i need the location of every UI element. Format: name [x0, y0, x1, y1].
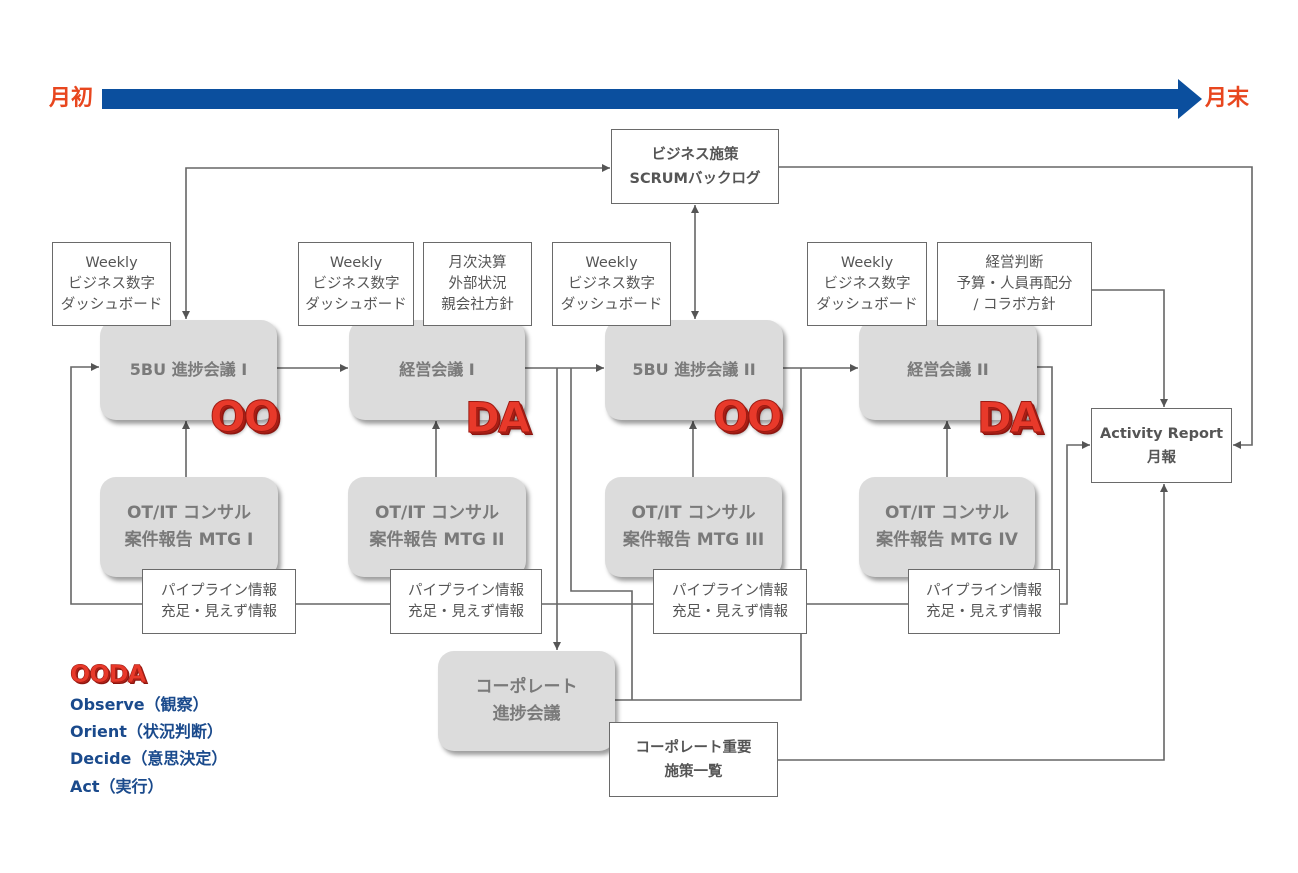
scrum-backlog-line: SCRUMバックログ: [629, 170, 761, 187]
timeline-bar: [102, 89, 1180, 109]
weekly-dashboard-line: ビジネス数字: [68, 275, 155, 292]
meeting-label: 5BU 進捗会議 II: [632, 360, 756, 379]
pipeline-info-box-1: パイプライン情報 充足・見えず情報: [142, 569, 296, 634]
weekly-dashboard-line: Weekly: [585, 254, 638, 271]
weekly-dashboard-line: ダッシュボード: [60, 296, 163, 313]
connector-decision-activity-report: [1092, 289, 1168, 407]
legend-item-orient: Orient（状況判断）: [70, 722, 223, 741]
timeline-arrowhead: [1178, 79, 1202, 119]
pipeline-info-line: 充足・見えず情報: [161, 603, 277, 620]
weekly-dashboard-line: Weekly: [329, 254, 383, 271]
consulting-mtg-line: OT/IT コンサル: [884, 503, 1010, 523]
weekly-dashboard-line: ビジネス数字: [312, 275, 400, 292]
corporate-meeting-line: 進捗会議: [492, 704, 561, 724]
consulting-mtg-line: 案件報告 MTG II: [369, 530, 505, 550]
monthly-closing-line: 親会社方針: [441, 296, 514, 313]
connector-pipeline-bus: [70, 363, 1090, 605]
corporate-initiatives-line: コーポレート重要: [635, 739, 752, 756]
weekly-dashboard-line: ダッシュボード: [560, 296, 663, 313]
consulting-mtg-line: 案件報告 MTG IV: [876, 530, 1018, 550]
meeting-label: 5BU 進捗会議 I: [129, 360, 248, 379]
legend-item-observe: Observe（観察）: [70, 695, 209, 714]
legend-title: OODA: [70, 660, 147, 688]
consulting-mtg-line: OT/IT コンサル: [126, 503, 252, 523]
timeline-end-label: 月末: [1205, 86, 1250, 111]
weekly-dashboard-line: Weekly: [840, 254, 894, 271]
management-decision-line: 経営判断: [985, 254, 1044, 271]
weekly-dashboard-box-4: Weekly ビジネス数字 ダッシュボード: [807, 242, 927, 326]
consulting-mtg-line: 案件報告 MTG I: [124, 530, 254, 550]
activity-report-line: Activity Report: [1100, 425, 1223, 442]
meeting-label: 経営会議 II: [907, 360, 989, 379]
connector-5bu1-scrum: [182, 164, 610, 319]
pipeline-info-line: パイプライン情報: [408, 582, 524, 599]
weekly-dashboard-box-2: Weekly ビジネス数字 ダッシュボード: [298, 242, 414, 326]
meeting-label: 経営会議 I: [399, 360, 475, 379]
weekly-dashboard-line: ビジネス数字: [823, 275, 911, 292]
weekly-dashboard-line: ビジネス数字: [568, 275, 655, 292]
connector-initiatives-activity-report: [778, 484, 1168, 761]
monthly-closing-line: 月次決算: [448, 254, 507, 271]
consulting-mtg-3: OT/IT コンサル 案件報告 MTG III: [605, 477, 782, 577]
pipeline-info-line: 充足・見えず情報: [408, 603, 524, 620]
pipeline-info-box-4: パイプライン情報 充足・見えず情報: [908, 569, 1060, 634]
pipeline-info-line: パイプライン情報: [926, 582, 1042, 599]
consulting-mtg-line: 案件報告 MTG III: [622, 530, 765, 550]
consulting-mtg-line: OT/IT コンサル: [374, 503, 500, 523]
corporate-initiatives-line: 施策一覧: [664, 763, 723, 780]
pipeline-info-box-2: パイプライン情報 充足・見えず情報: [390, 569, 542, 634]
consulting-mtg-1: OT/IT コンサル 案件報告 MTG I: [100, 477, 278, 577]
pipeline-info-line: 充足・見えず情報: [926, 603, 1042, 620]
phase-badge-observe-orient-2: OO: [712, 392, 782, 441]
corporate-progress-meeting: コーポレート 進捗会議: [438, 651, 615, 751]
corporate-meeting-line: コーポレート: [475, 677, 578, 697]
scrum-backlog-box: ビジネス施策 SCRUMバックログ: [611, 129, 779, 204]
legend-item-act: Act（実行）: [70, 777, 164, 796]
scrum-backlog-line: ビジネス施策: [651, 146, 739, 163]
pipeline-info-line: 充足・見えず情報: [672, 603, 788, 620]
management-decision-line: 予算・人員再配分: [956, 275, 1073, 292]
management-decision-line: / コラボ方針: [973, 296, 1056, 313]
monthly-closing-line: 外部状況: [448, 275, 507, 292]
phase-badge-decide-act-1: DA: [464, 393, 530, 442]
weekly-dashboard-box-3: Weekly ビジネス数字 ダッシュボード: [552, 242, 671, 326]
activity-report-line: 月報: [1147, 449, 1176, 466]
pipeline-info-line: パイプライン情報: [672, 582, 788, 599]
weekly-dashboard-box-1: Weekly ビジネス数字 ダッシュボード: [52, 242, 171, 326]
connector-corporate-5bu2: [615, 368, 802, 701]
corporate-initiatives-box: コーポレート重要 施策一覧: [609, 722, 778, 797]
phase-badge-observe-orient-1: OO: [209, 392, 279, 441]
pipeline-info-line: パイプライン情報: [161, 582, 277, 599]
timeline-start-label: 月初: [49, 86, 94, 111]
management-decision-box: 経営判断 予算・人員再配分 / コラボ方針: [937, 242, 1092, 326]
connector-scrum-activity-report: [779, 166, 1253, 449]
pipeline-info-box-3: パイプライン情報 充足・見えず情報: [653, 569, 807, 634]
connector-mgmt1-corporate-branch: [570, 368, 633, 700]
weekly-dashboard-line: Weekly: [85, 254, 138, 271]
weekly-dashboard-line: ダッシュボード: [816, 296, 918, 313]
consulting-mtg-2: OT/IT コンサル 案件報告 MTG II: [348, 477, 526, 577]
monthly-closing-box: 月次決算 外部状況 親会社方針: [423, 242, 532, 326]
legend-item-decide: Decide（意思決定）: [70, 749, 228, 768]
activity-report-box: Activity Report 月報: [1091, 408, 1232, 483]
weekly-dashboard-line: ダッシュボード: [305, 296, 407, 313]
consulting-mtg-4: OT/IT コンサル 案件報告 MTG IV: [859, 477, 1035, 577]
consulting-mtg-line: OT/IT コンサル: [631, 503, 756, 523]
phase-badge-decide-act-2: DA: [976, 393, 1042, 442]
